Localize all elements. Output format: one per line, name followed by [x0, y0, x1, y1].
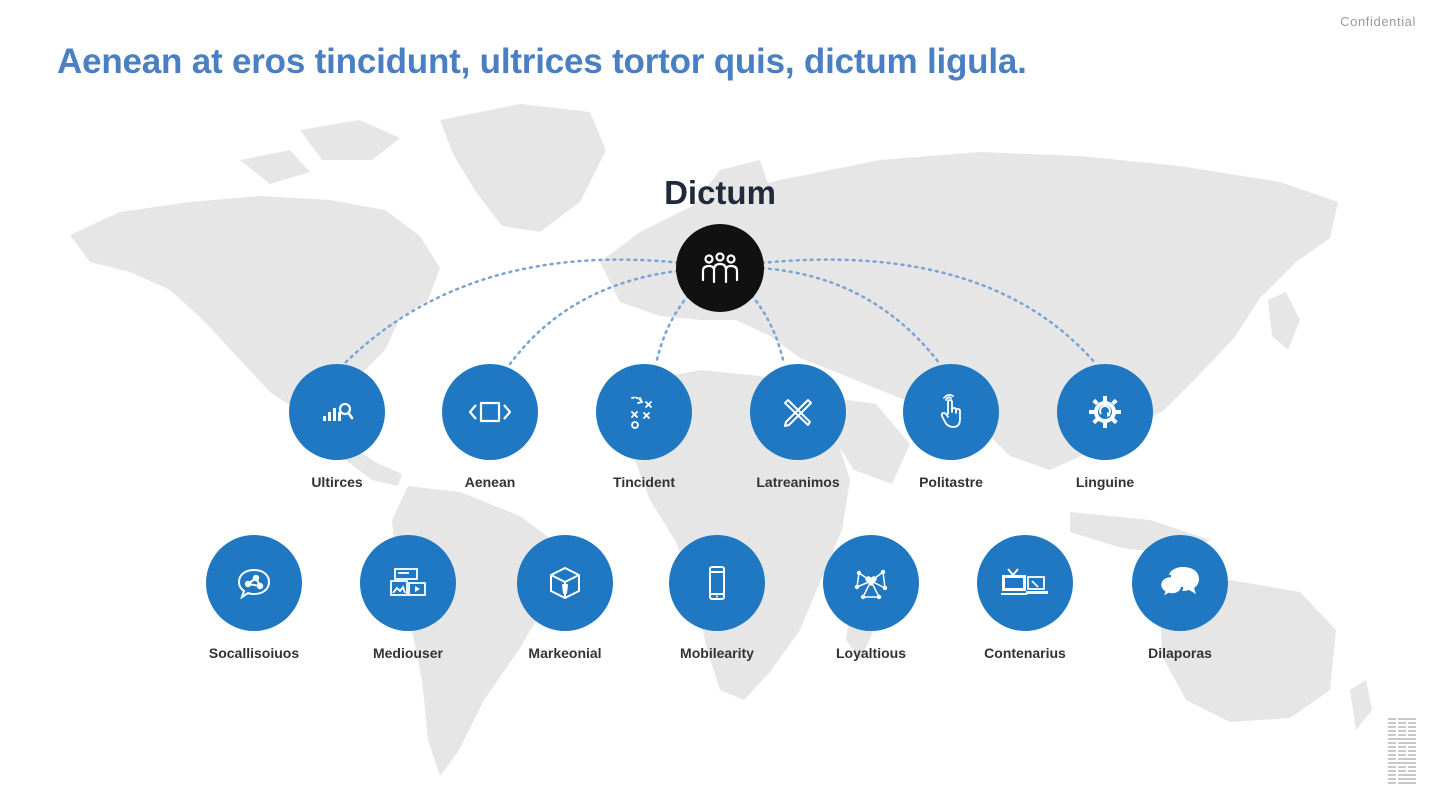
node-contenarius[interactable]: Contenarius: [965, 535, 1085, 661]
node-politastre[interactable]: Politastre: [891, 364, 1011, 490]
hub-circle[interactable]: [676, 224, 764, 312]
strategy-play-icon: [631, 396, 652, 429]
node-label: Ultirces: [311, 474, 363, 490]
node-label: Linguine: [1075, 474, 1135, 490]
node-circle[interactable]: [289, 364, 385, 460]
node-label: Aenean: [464, 474, 516, 490]
node-markeonial[interactable]: Markeonial: [505, 535, 625, 661]
node-circle[interactable]: [977, 535, 1073, 631]
node-dilaporas[interactable]: Dilaporas: [1120, 535, 1240, 661]
node-circle[interactable]: [517, 535, 613, 631]
confidential-label: Confidential: [1340, 14, 1416, 29]
node-circle[interactable]: [596, 364, 692, 460]
node-mobilearity[interactable]: Mobilearity: [657, 535, 777, 661]
cube-package-icon: [550, 567, 580, 599]
node-circle[interactable]: [750, 364, 846, 460]
node-mediouser[interactable]: Mediouser: [348, 535, 468, 661]
node-label: Mediouser: [372, 645, 443, 661]
node-label: Latreanimos: [756, 474, 840, 490]
code-brackets-icon: [468, 401, 512, 423]
node-aenean[interactable]: Aenean: [430, 364, 550, 490]
page-title: Aenean at eros tincidunt, ultrices torto…: [57, 42, 1027, 81]
node-circle[interactable]: [823, 535, 919, 631]
heart-network-icon: [854, 569, 888, 600]
node-linguine[interactable]: Linguine: [1045, 364, 1165, 490]
node-label: Contenarius: [984, 645, 1066, 661]
smartphone-icon: [709, 566, 725, 600]
corner-logo: [1388, 718, 1416, 784]
node-label: Mobilearity: [680, 645, 754, 661]
hub-title: Dictum: [664, 174, 776, 211]
node-label: Loyaltious: [835, 645, 906, 661]
social-network-bubble-icon: [237, 568, 271, 600]
node-latreanimos[interactable]: Latreanimos: [738, 364, 858, 490]
tv-devices-icon: [1001, 568, 1048, 595]
node-label: Politastre: [919, 474, 983, 490]
node-circle[interactable]: [1132, 535, 1228, 631]
gear-cycle-icon: [1089, 396, 1121, 428]
node-loyaltious[interactable]: Loyaltious: [811, 535, 931, 661]
node-circle[interactable]: [442, 364, 538, 460]
node-circle[interactable]: [360, 535, 456, 631]
node-circle[interactable]: [206, 535, 302, 631]
connector-ultirces: [342, 258, 722, 366]
node-label: Socallisoiuos: [208, 645, 300, 661]
node-label: Markeonial: [528, 645, 602, 661]
node-circle[interactable]: [1057, 364, 1153, 460]
media-stack-icon: [390, 568, 426, 596]
touch-gesture-icon: [940, 393, 961, 428]
chat-bubbles-icon: [1158, 567, 1199, 601]
bar-chart-magnifier-icon: [323, 402, 354, 421]
node-label: Dilaporas: [1148, 645, 1212, 661]
node-label: Tincident: [613, 474, 675, 490]
node-circle[interactable]: [903, 364, 999, 460]
people-group-icon: [701, 252, 739, 284]
node-tincident[interactable]: Tincident: [584, 364, 704, 490]
node-circle[interactable]: [669, 535, 765, 631]
node-socallisoiuos[interactable]: Socallisoiuos: [194, 535, 314, 661]
pencil-ruler-icon: [784, 399, 812, 427]
connector-linguine: [718, 258, 1098, 366]
node-ultirces[interactable]: Ultirces: [277, 364, 397, 490]
